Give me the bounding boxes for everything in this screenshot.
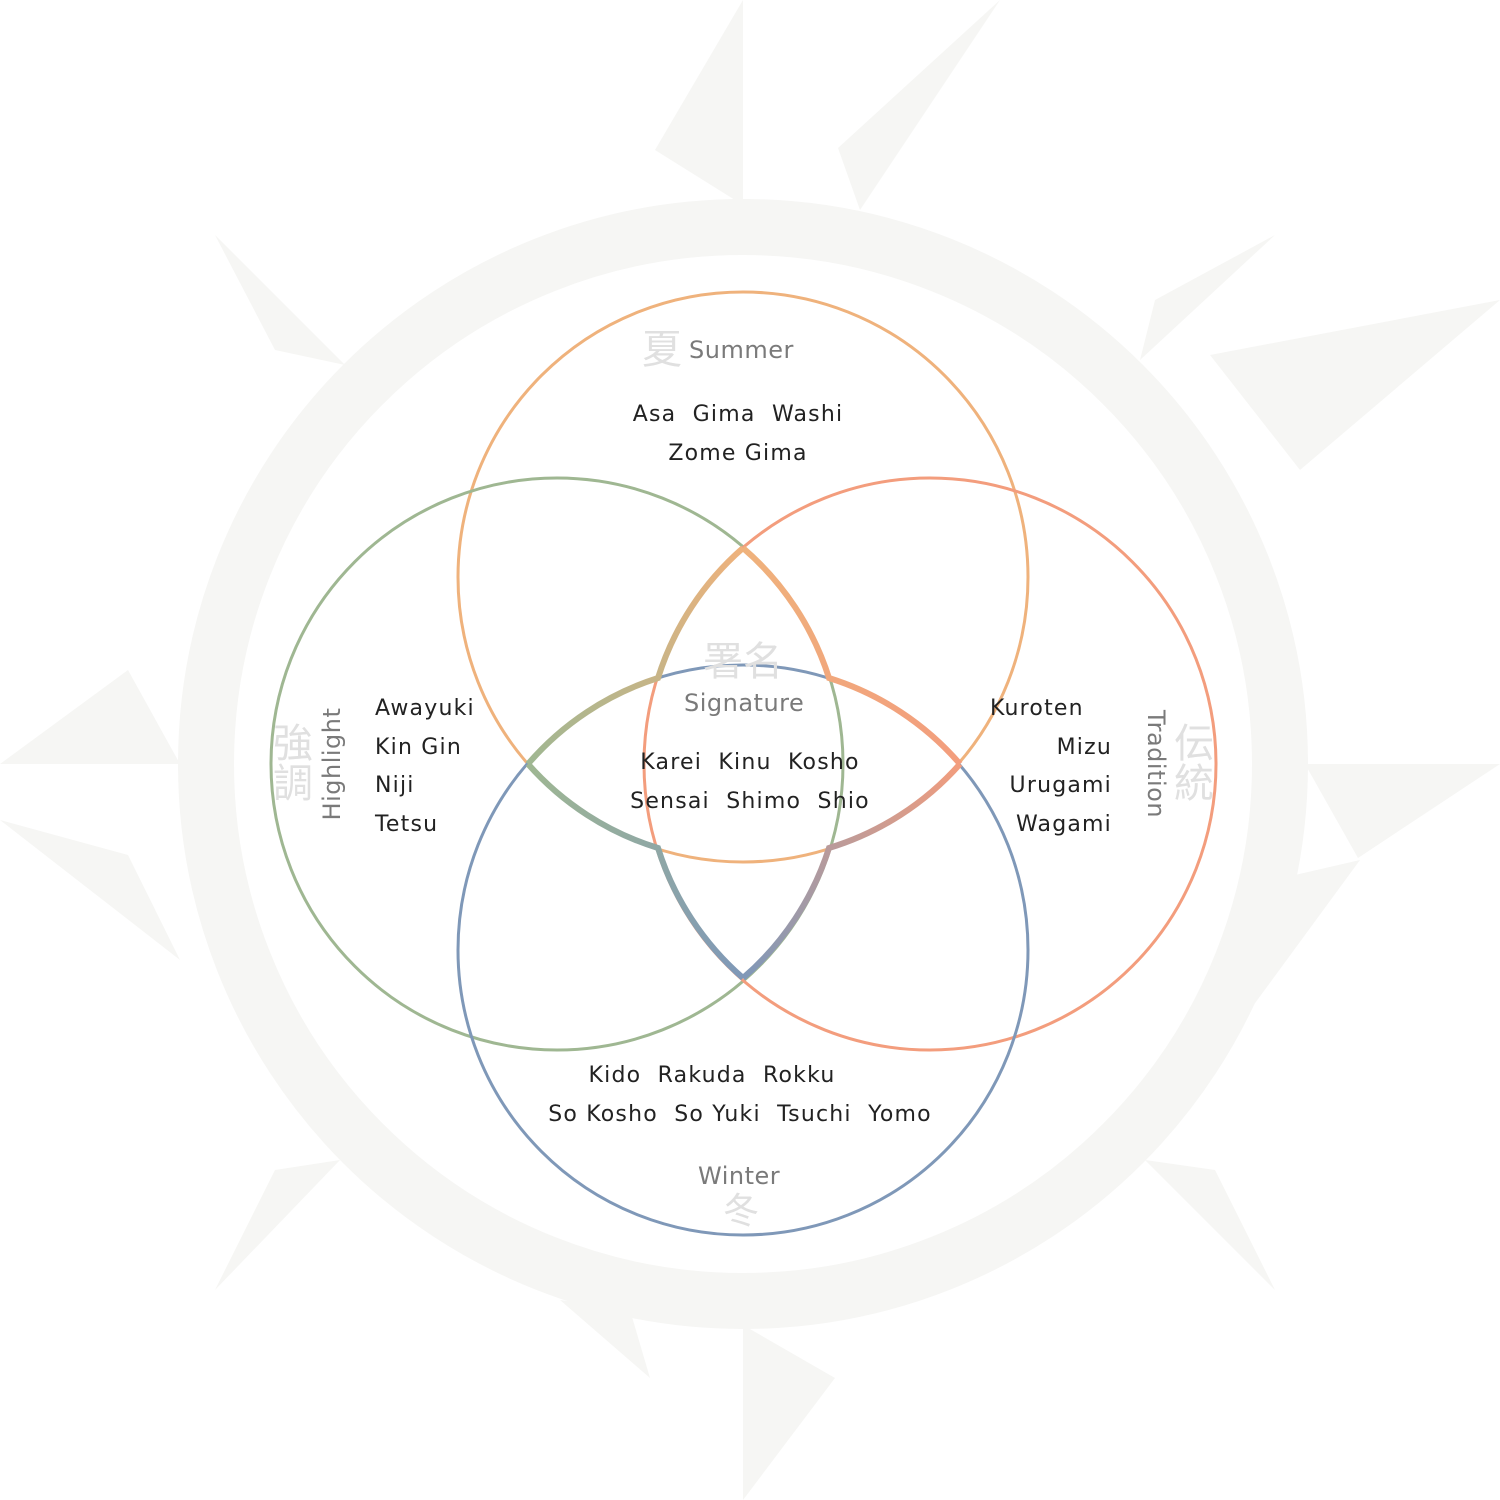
circle-winter	[456, 663, 1030, 1237]
emblem-spike-ene	[1210, 300, 1500, 470]
emblem-spike-ne	[1140, 235, 1275, 360]
list-item: Kuroten	[990, 696, 1084, 721]
summer-kanji: 夏	[642, 327, 682, 373]
emblem-spike-w	[0, 670, 180, 764]
circle-summer	[456, 290, 1030, 864]
signature-kanji: 署名	[703, 639, 783, 685]
emblem-spike-nw	[215, 235, 345, 365]
highlight-items: Awayuki Kin Gin Niji Tetsu	[375, 690, 475, 844]
list-item: Awayuki	[375, 696, 475, 721]
signature-items: Karei Kinu Kosho Sensai Shimo Shio	[600, 744, 900, 821]
emblem-spike-sw	[215, 1160, 340, 1290]
signature-edge-top-right	[741, 545, 963, 766]
list-item: Tetsu	[375, 811, 439, 837]
summer-items: Asa Gima Washi Zome Gima	[593, 396, 883, 473]
list-item: Kido Rakuda Rokku	[588, 1063, 836, 1088]
signature-edge-bottom-right	[741, 762, 963, 981]
list-item: Niji	[375, 773, 415, 798]
emblem-spike-e	[1305, 764, 1500, 858]
list-item: Kin Gin	[375, 734, 462, 760]
emblem-spike-se	[1145, 1160, 1275, 1290]
winter-items: Kido Rakuda Rokku So Kosho So Yuki Tsuch…	[530, 1057, 950, 1134]
emblem-spike-n	[655, 0, 743, 205]
winter-kanji: 冬	[723, 1191, 760, 1232]
tradition-kanji: 伝統	[1174, 721, 1214, 807]
signature-region-outline	[525, 545, 963, 981]
signature-edge-top-left	[525, 545, 745, 766]
list-item: Mizu	[1056, 734, 1112, 760]
emblem-spike-wsw	[0, 820, 180, 960]
list-item: Sensai Shimo Shio	[630, 788, 870, 814]
list-item: Wagami	[1015, 811, 1112, 837]
circle-tradition	[642, 476, 1218, 1052]
emblem-ring	[178, 199, 1308, 1329]
list-item: Karei Kinu Kosho	[640, 750, 860, 775]
emblem-spike-nne	[838, 0, 1000, 210]
circle-highlight	[269, 476, 845, 1052]
summer-label: Summer	[689, 336, 794, 364]
highlight-kanji: 強調	[273, 721, 313, 807]
signature-edge-bottom-left	[525, 762, 745, 981]
emblem-spike-s	[743, 1325, 835, 1500]
signature-label: Signature	[684, 689, 805, 717]
list-item: Zome Gima	[668, 440, 808, 466]
winter-label: Winter	[698, 1162, 781, 1190]
tradition-label: Tradition	[1142, 709, 1170, 819]
highlight-label: Highlight	[318, 707, 346, 821]
tradition-items: Kuroten Mizu Urugami Wagami	[990, 690, 1112, 844]
list-item: So Kosho So Yuki Tsuchi Yomo	[548, 1101, 932, 1127]
emblem-spike-ssw	[560, 1300, 650, 1378]
list-item: Urugami	[1009, 773, 1112, 798]
list-item: Asa Gima Washi	[632, 402, 844, 427]
emblem-spike-ese	[1140, 860, 1360, 1160]
